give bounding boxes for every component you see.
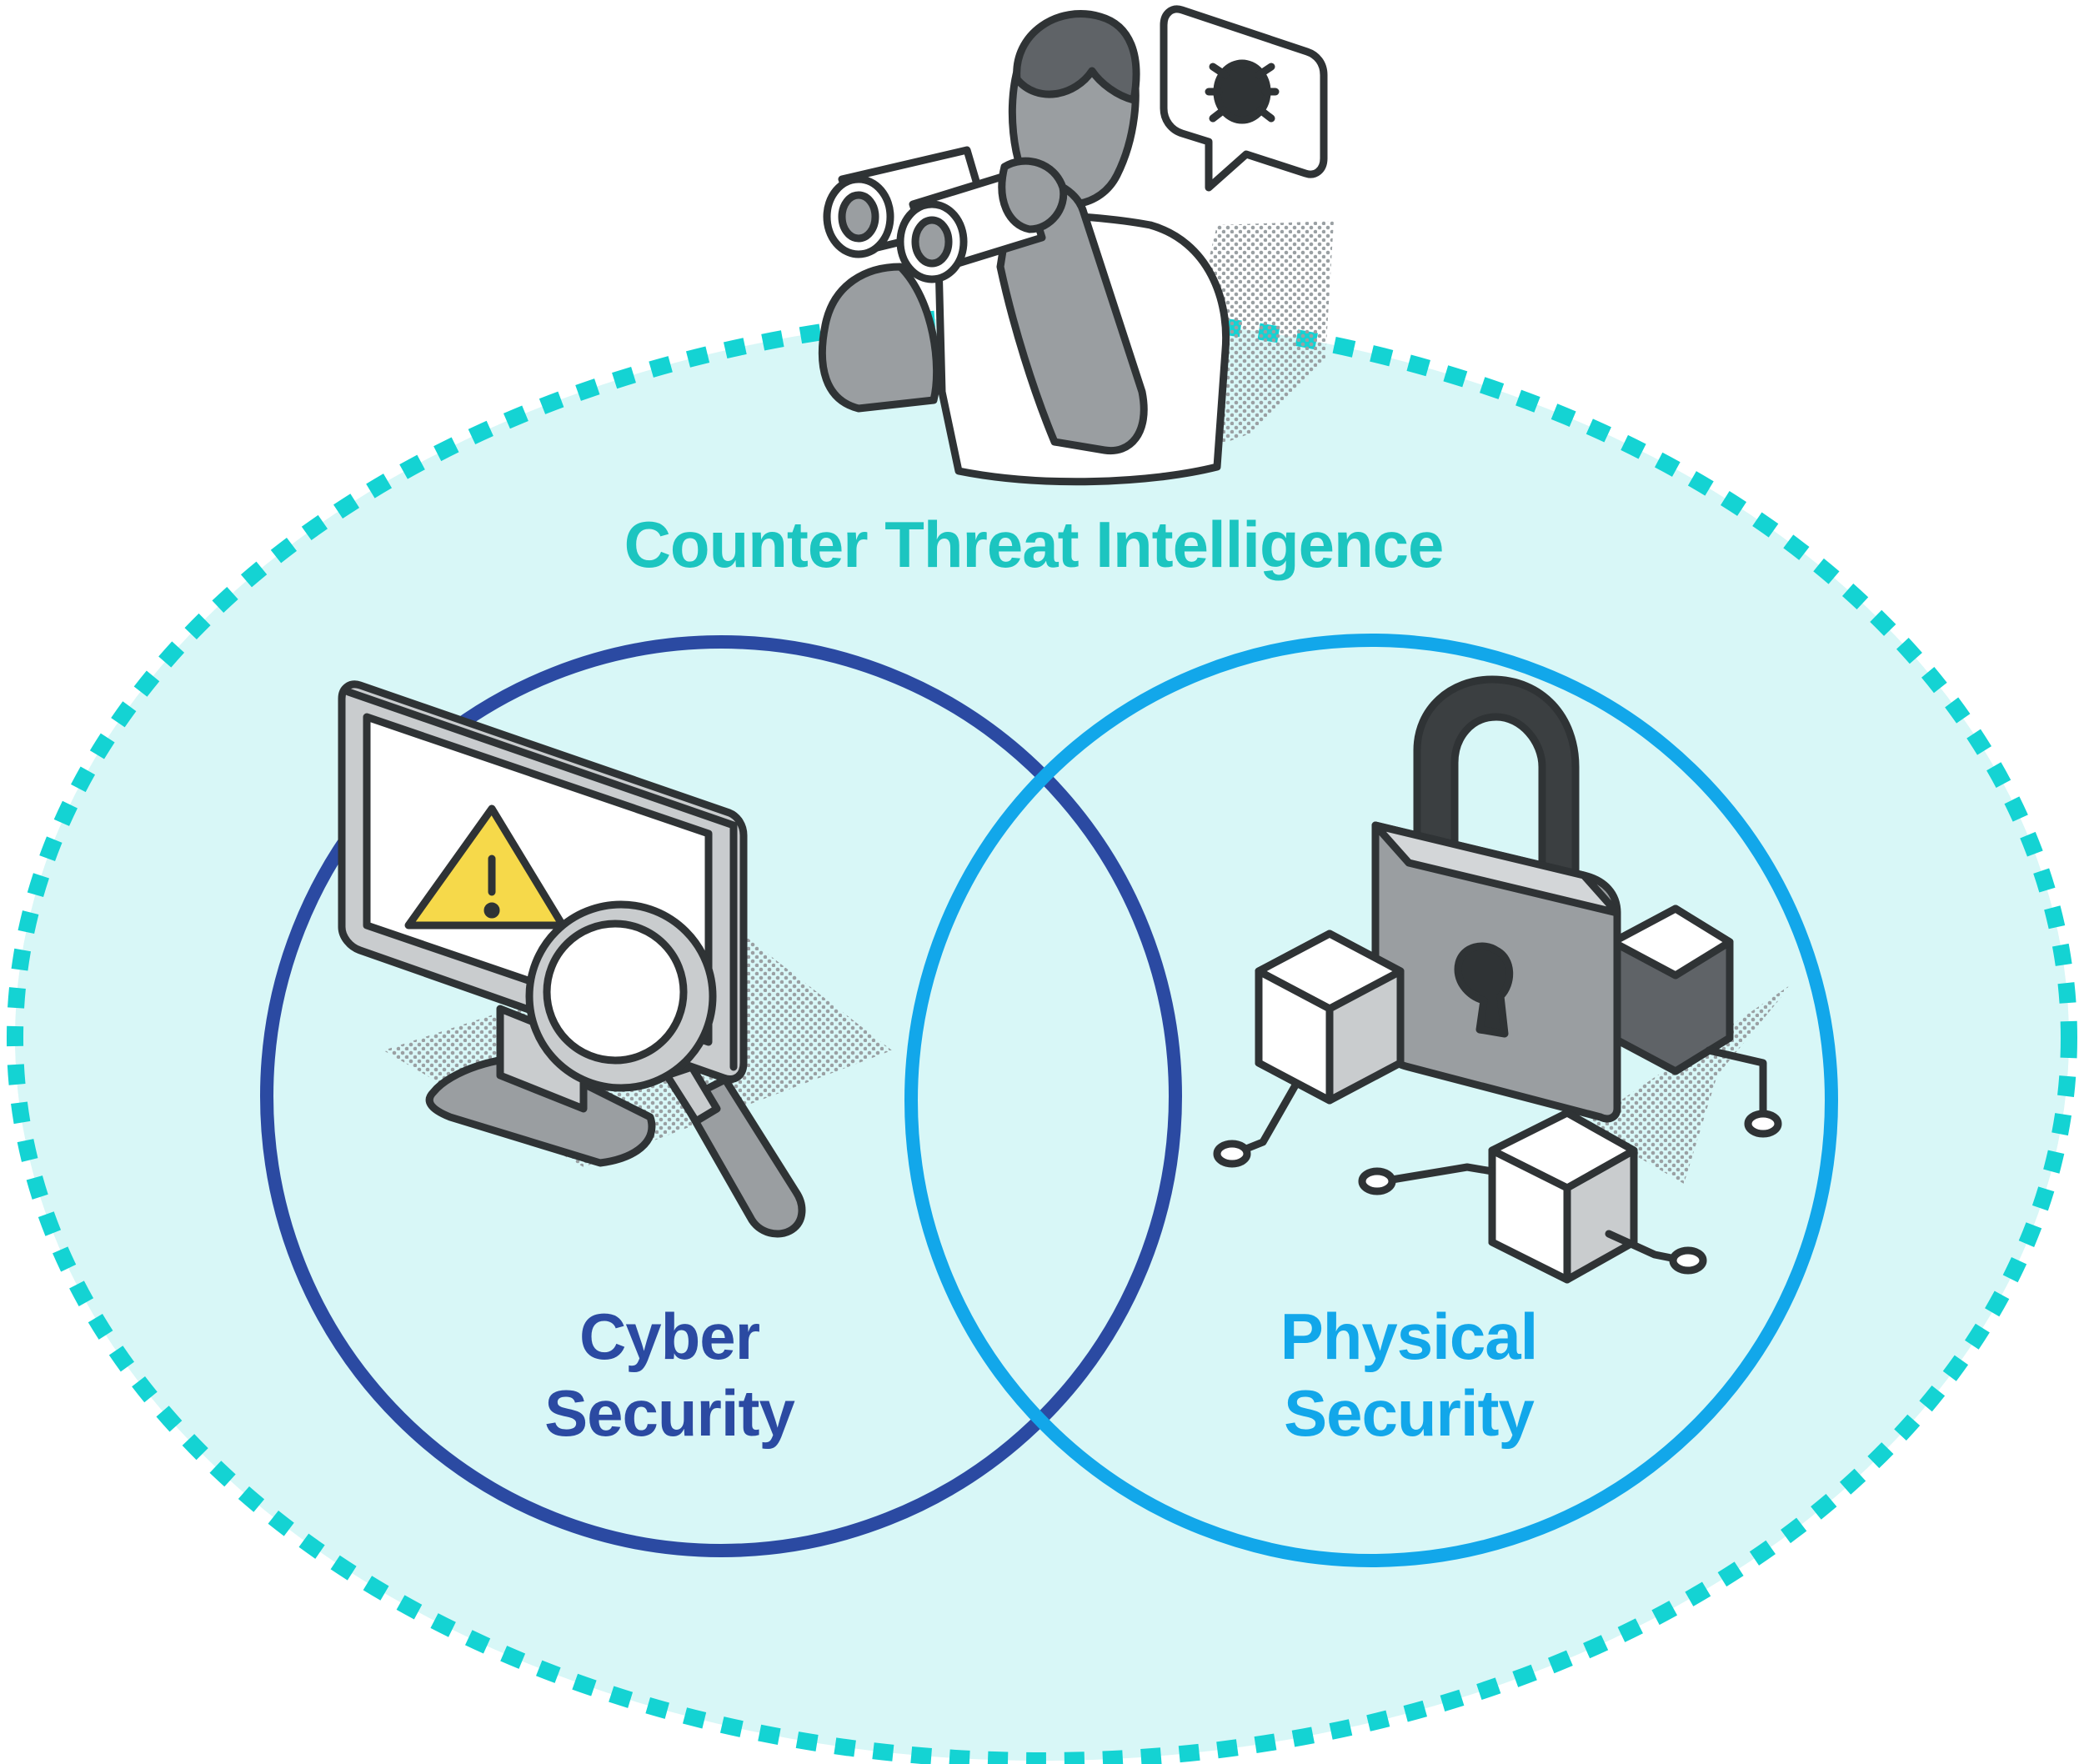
physical-label-line2: Security (1284, 1376, 1534, 1450)
bug-speech-bubble-icon (1160, 5, 1328, 192)
physical-security-circle (904, 634, 1838, 1567)
analyst-with-binoculars-icon (818, 10, 1230, 486)
padlock-shadow (1584, 984, 1792, 1184)
cyber-security-circle (260, 635, 1182, 1557)
cyber-label-line1: Cyber (579, 1300, 760, 1373)
monitor-warning-magnifier-icon (338, 680, 806, 1238)
physical-label-line1: Physical (1280, 1300, 1538, 1373)
cyber-label-line2: Security (544, 1376, 794, 1450)
outer-label: Counter Threat Intelligence (624, 508, 1444, 581)
padlock-blocks-icon (1213, 675, 1782, 1284)
